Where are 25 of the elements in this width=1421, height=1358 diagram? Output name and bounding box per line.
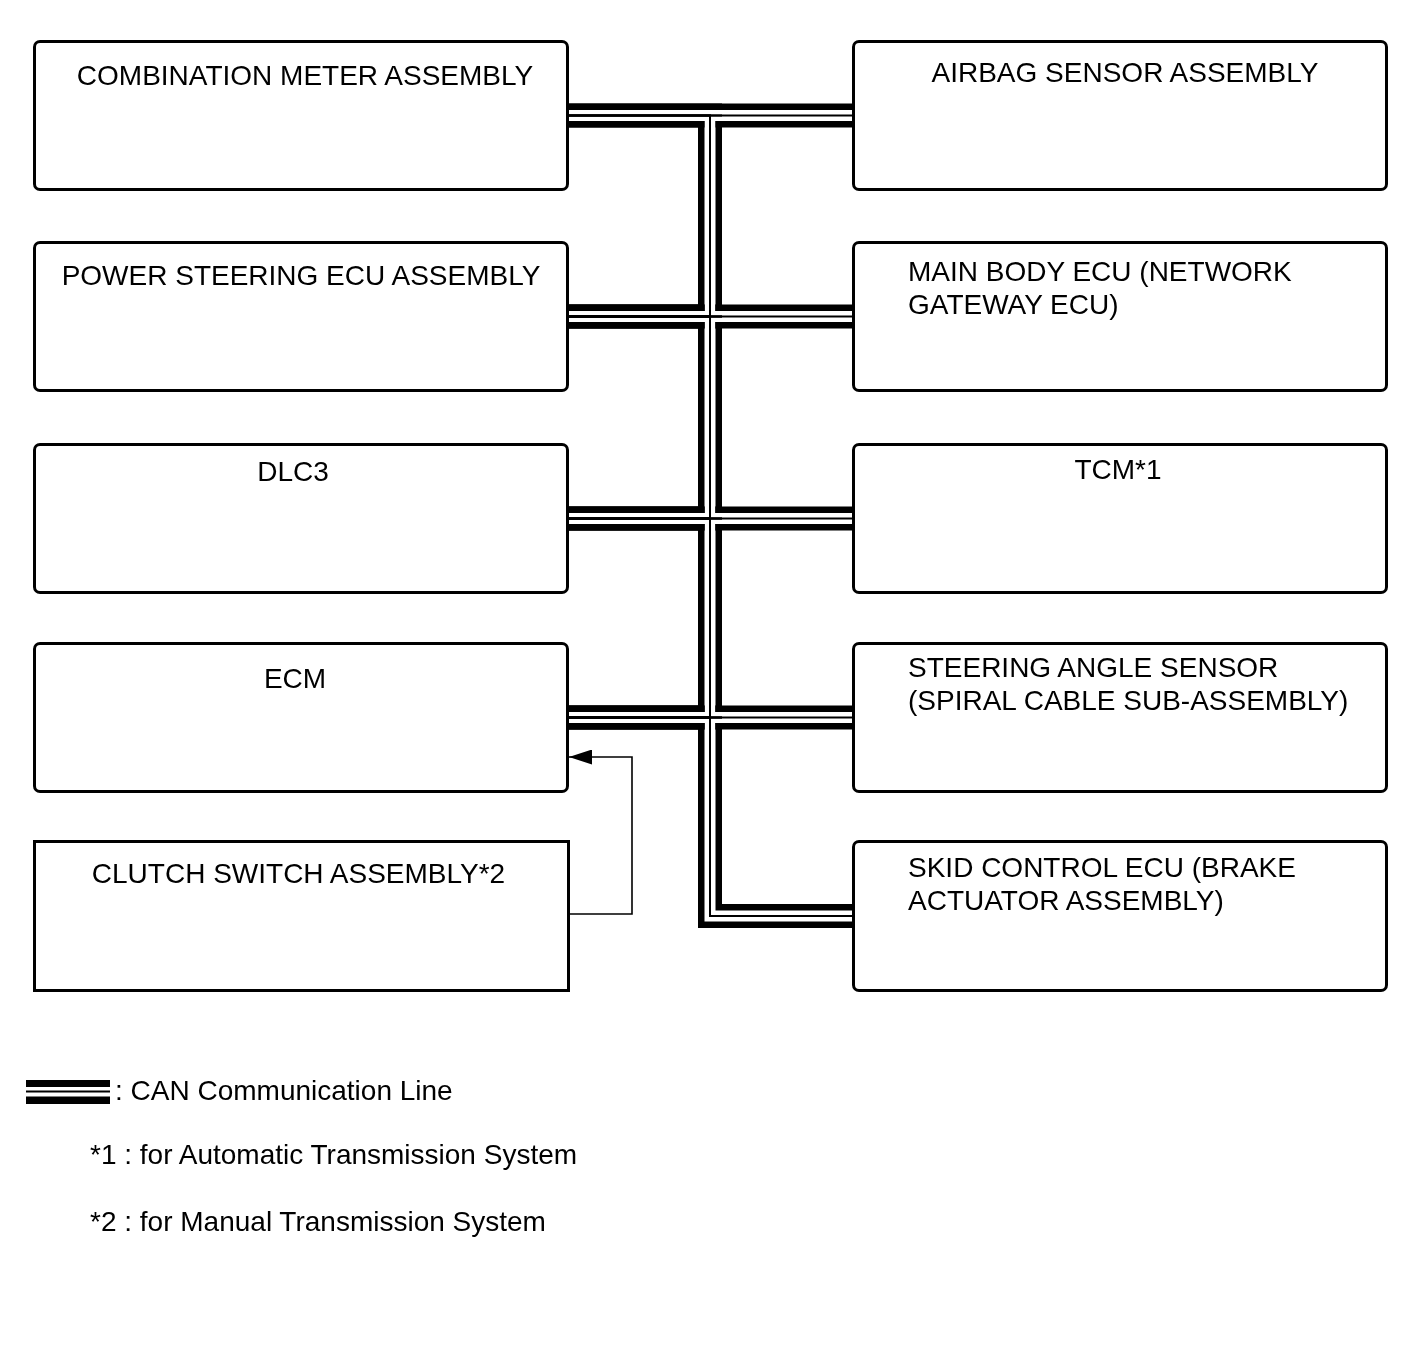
bus-line — [569, 705, 852, 928]
footnote: *1 : for Automatic Transmission System — [90, 1139, 578, 1171]
footnote: *2 : for Manual Transmission System — [90, 1206, 546, 1238]
component-name: COMBINATION METER ASSEMBLY — [76, 58, 534, 92]
component-name: STEERING ANGLE SENSOR (SPIRAL CABLE SUB-ASSEMBLY) — [908, 650, 1350, 717]
component-box — [852, 840, 1388, 992]
component-box — [33, 40, 569, 191]
component-name: DLC3 — [257, 454, 329, 488]
component-box — [852, 443, 1388, 594]
component-box — [852, 40, 1388, 191]
component-name: ECM — [263, 661, 327, 695]
component-box — [852, 241, 1388, 392]
component-name: AIRBAG SENSOR ASSEMBLY — [931, 55, 1319, 89]
component-name: CLUTCH SWITCH ASSEMBLY*2 — [91, 856, 506, 890]
component-name: SKID CONTROL ECU (BRAKE ACTUATOR ASSEMBLY) — [908, 850, 1297, 917]
component-box — [33, 840, 570, 992]
component-box — [33, 241, 569, 392]
component-box — [33, 443, 569, 594]
component-box — [33, 642, 569, 793]
arrow — [568, 749, 633, 915]
legend-text: : CAN Communication Line — [115, 1075, 453, 1107]
component-name: TCM*1 — [1074, 452, 1162, 486]
component-name: MAIN BODY ECU (NETWORK GATEWAY ECU) — [908, 254, 1293, 321]
component-box — [852, 642, 1388, 793]
component-name: POWER STEERING ECU ASSEMBLY — [61, 258, 541, 292]
